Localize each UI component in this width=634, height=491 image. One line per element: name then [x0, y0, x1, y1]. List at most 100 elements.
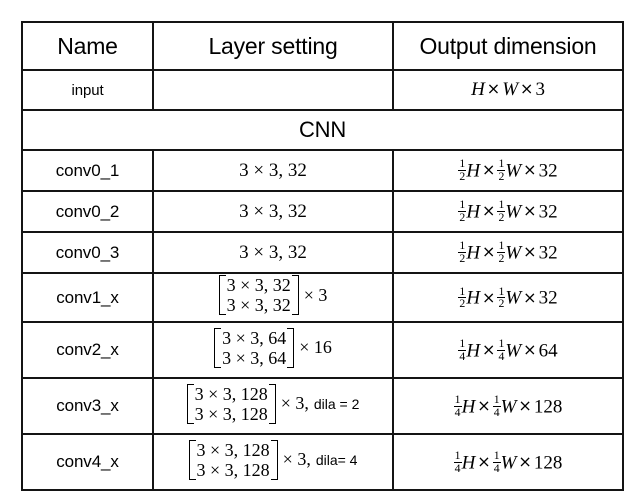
- matrix-rows: 3 × 3, 64 3 × 3, 64: [222, 328, 286, 368]
- layer-setting-input: [152, 69, 394, 111]
- repeat-count: × 3,: [280, 393, 309, 414]
- fraction-denominator: 2: [497, 211, 506, 225]
- fraction-numerator: 1: [454, 393, 461, 407]
- layer-name-conv0-3: conv0_3: [21, 231, 154, 274]
- table-row: conv1_x 3 × 3, 32 3 × 3, 32 × 3: [21, 271, 624, 324]
- right-bracket-icon: [287, 327, 295, 368]
- fraction-numerator: 1: [498, 239, 505, 253]
- fraction-numerator: 1: [498, 157, 505, 171]
- fraction-numerator: 1: [454, 449, 461, 463]
- layer-setting-conv4-x: 3 × 3, 128 3 × 3, 128 × 3, dila= 4: [152, 433, 394, 491]
- times-symbol: ×: [482, 242, 496, 262]
- dilation-label: dila = 2: [313, 395, 360, 412]
- right-bracket-icon: [291, 275, 299, 316]
- matrix-rows: 3 × 3, 32 3 × 3, 32: [227, 275, 291, 315]
- fraction-numerator: 1: [459, 337, 466, 351]
- fraction-numerator: 1: [498, 337, 505, 351]
- dim-channels: 3: [535, 79, 545, 101]
- dim-w: W: [505, 201, 522, 223]
- dim-h: H: [466, 242, 481, 264]
- times-symbol: ×: [518, 452, 532, 472]
- fraction-denominator: 2: [458, 211, 467, 225]
- fraction-denominator: 2: [497, 170, 506, 184]
- layer-name-conv1-x: conv1_x: [21, 271, 154, 324]
- dim-w: W: [505, 287, 522, 309]
- matrix-row-1: 3 × 3, 32: [226, 275, 291, 295]
- matrix-row-2: 3 × 3, 128: [196, 459, 270, 480]
- left-bracket-icon: [214, 327, 222, 368]
- layer-setting-conv0-3: 3 × 3, 32: [152, 231, 394, 274]
- dilation-label: dila= 4: [315, 451, 358, 468]
- table-section-row: CNN: [21, 109, 624, 151]
- layer-setting-conv1-x: 3 × 3, 32 3 × 3, 32 × 3: [152, 271, 394, 324]
- column-header-layer-setting: Layer setting: [152, 21, 394, 71]
- layer-name-conv0-2: conv0_2: [21, 190, 154, 233]
- times-symbol: ×: [523, 242, 537, 262]
- dim-channels: 128: [533, 396, 563, 418]
- times-symbol: ×: [523, 160, 537, 180]
- fraction-denominator: 4: [497, 349, 506, 363]
- layer-setting-conv0-1: 3 × 3, 32: [152, 149, 394, 192]
- matrix-rows: 3 × 3, 128 3 × 3, 128: [195, 384, 268, 424]
- matrix-block: 3 × 3, 64 3 × 3, 64: [214, 327, 295, 369]
- table-row: conv4_x 3 × 3, 128 3 × 3, 128 × 3, dil: [21, 433, 624, 491]
- matrix-expression: 3 × 3, 128 3 × 3, 128 × 3, dila = 2: [186, 383, 360, 425]
- dim-w: W: [505, 160, 522, 182]
- dim-h: H: [461, 396, 476, 418]
- section-label-cnn: CNN: [21, 109, 624, 151]
- dim-channels: 128: [533, 452, 563, 474]
- repeat-count: × 3,: [282, 449, 311, 470]
- dim-w: W: [505, 340, 522, 362]
- page-root: Name Layer setting Output dimension inpu…: [21, 21, 624, 491]
- fraction-denominator: 2: [458, 252, 467, 266]
- times-symbol: ×: [482, 287, 496, 307]
- dim-channels: 64: [538, 340, 558, 362]
- layer-name-conv3-x: conv3_x: [21, 377, 154, 436]
- fraction-denominator: 4: [492, 461, 501, 475]
- table-row: conv2_x 3 × 3, 64 3 × 3, 64 × 16: [21, 321, 624, 380]
- layer-setting-conv3-x: 3 × 3, 128 3 × 3, 128 × 3, dila = 2: [152, 377, 394, 436]
- dim-w: W: [500, 396, 517, 418]
- fraction-numerator: 1: [493, 449, 500, 463]
- fraction-denominator: 2: [497, 297, 506, 311]
- dim-h: H: [466, 287, 481, 309]
- dim-h: H: [466, 160, 481, 182]
- matrix-row-1: 3 × 3, 128: [194, 383, 268, 404]
- layer-name-conv0-1: conv0_1: [21, 149, 154, 192]
- table-row: input H×W×3: [21, 69, 624, 111]
- dim-h: H: [461, 452, 476, 474]
- matrix-block: 3 × 3, 128 3 × 3, 128: [188, 439, 278, 481]
- times-symbol: ×: [482, 201, 496, 221]
- times-symbol: ×: [520, 79, 534, 99]
- left-bracket-icon: [218, 275, 226, 316]
- fraction-denominator: 2: [458, 297, 467, 311]
- layer-name-conv2-x: conv2_x: [21, 321, 154, 380]
- matrix-block: 3 × 3, 32 3 × 3, 32: [218, 274, 299, 316]
- layer-setting-conv0-2: 3 × 3, 32: [152, 190, 394, 233]
- matrix-row-2: 3 × 3, 64: [222, 347, 287, 368]
- fraction-numerator: 1: [498, 284, 505, 298]
- dim-h: H: [466, 201, 481, 223]
- fraction-numerator: 1: [459, 239, 466, 253]
- column-header-output-dimension: Output dimension: [392, 21, 624, 71]
- fraction-denominator: 2: [458, 170, 467, 184]
- layer-name-conv4-x: conv4_x: [21, 433, 154, 491]
- matrix-block: 3 × 3, 128 3 × 3, 128: [186, 383, 276, 425]
- dim-h: H: [466, 340, 481, 362]
- repeat-count: × 16: [299, 337, 332, 358]
- dim-channels: 32: [538, 242, 558, 264]
- layer-name-input: input: [21, 69, 154, 111]
- fraction-denominator: 4: [458, 349, 467, 363]
